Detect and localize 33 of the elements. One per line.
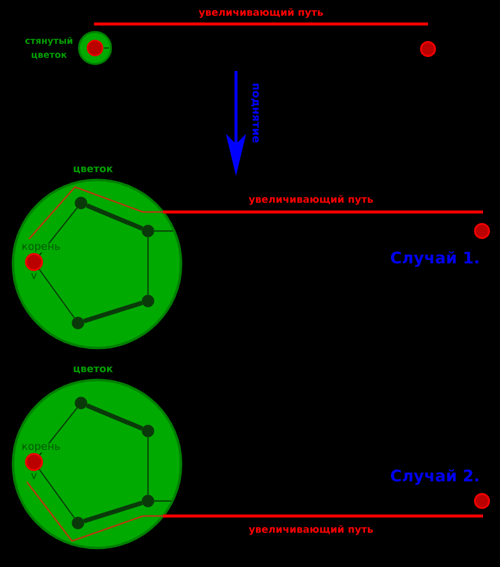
vertex-dot [474,493,490,509]
thick-edge [86,203,144,231]
path-label: увеличивающий путь [248,195,373,205]
root-vertex [25,453,43,471]
thick-edge [83,300,143,324]
vertex-dot [72,516,84,530]
edge-line [38,268,75,318]
vertex-dot [142,494,154,508]
edge-line [38,468,75,518]
edge-line [147,437,149,495]
node-caption: стянутый цветок [25,36,72,60]
vertex-dot [420,41,436,57]
contracted-blossom [78,31,112,65]
path-label: увеличивающий путь [198,8,323,18]
edge-line [154,230,174,232]
vertex-dot [74,196,88,210]
thick-edge [83,500,143,524]
blossom-label: цветок [74,366,113,374]
edge-line [147,237,149,295]
vertex-dot [72,316,84,330]
path-label: увеличивающий путь [248,525,373,535]
vertex-dot [74,396,88,410]
case-heading: Случай 1. [390,251,478,267]
vertex-dot [474,223,490,239]
case-heading: Случай 2. [390,469,478,485]
root-vertex [25,253,43,271]
vertex-dot [142,294,154,308]
vertex-dot [142,424,154,438]
arrow-label: поднятие [251,84,259,143]
blossom-label: цветок [74,166,113,174]
vertex-dot [142,224,154,238]
thick-edge [86,403,144,431]
edge-line [154,500,172,502]
